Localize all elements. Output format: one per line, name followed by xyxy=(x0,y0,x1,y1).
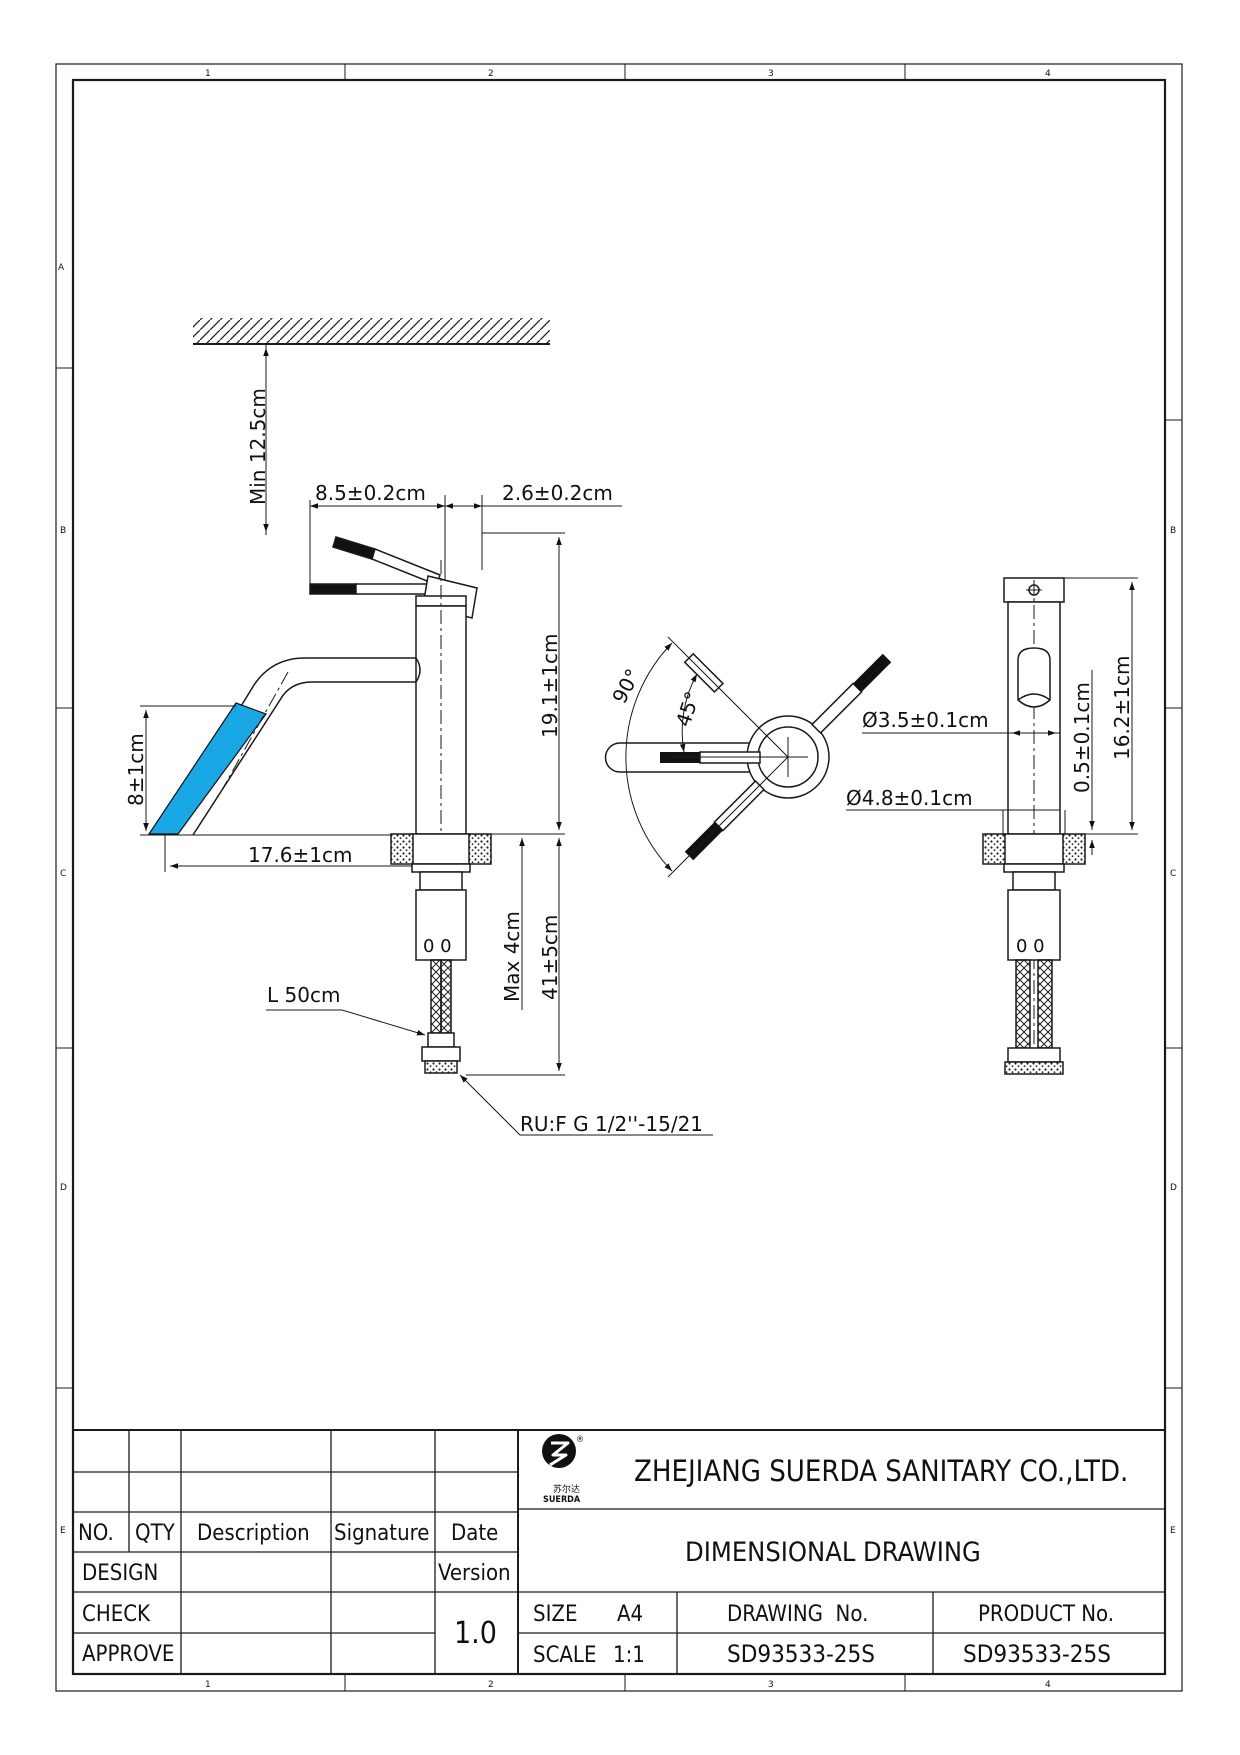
dim-side-height: 16.2±1cm xyxy=(1110,656,1134,761)
zone-col-2-bottom: 2 xyxy=(488,1680,494,1690)
zone-row-b-left: B xyxy=(60,526,66,536)
dim-base-ring: 0.5±0.1cm xyxy=(1070,682,1094,793)
dim-hose-length: L 50cm xyxy=(267,983,340,1007)
zone-labels: 1 2 3 4 1 2 3 4 A B C D E B C D E xyxy=(58,69,1177,1690)
drawing-title: DIMENSIONAL DRAWING xyxy=(685,1537,981,1568)
water-stream xyxy=(147,702,267,835)
zone-row-d-left: D xyxy=(60,1183,67,1193)
zone-row-c-left: C xyxy=(60,869,66,879)
drawing-number: SD93533-25S xyxy=(727,1640,875,1668)
size-label: SIZE xyxy=(533,1602,577,1627)
zone-row-e-left: E xyxy=(60,1526,66,1536)
zone-col-3-bottom: 3 xyxy=(768,1680,774,1690)
dim-lever-length: 8.5±0.2cm xyxy=(315,481,426,505)
size-value: A4 xyxy=(617,1602,643,1627)
row-design: DESIGN xyxy=(82,1561,158,1586)
dimension-labels: Min 12.5cm 8.5±0.2cm 2.6±0.2cm 19.1±1cm … xyxy=(124,388,1134,1136)
company-name: ZHEJIANG SUERDA SANITARY CO.,LTD. xyxy=(634,1454,1128,1488)
dim-min-clearance: Min 12.5cm xyxy=(246,388,270,505)
dim-shank-max: Max 4cm xyxy=(500,911,524,1002)
dim-hose-total: 41±5cm xyxy=(538,915,562,1000)
front-view xyxy=(140,318,713,1136)
zone-col-1-bottom: 1 xyxy=(205,1680,211,1690)
row-check: CHECK xyxy=(82,1602,151,1627)
hose-side xyxy=(1004,959,1064,1075)
zone-row-e-right: E xyxy=(1170,1526,1176,1536)
ceiling-hatch xyxy=(193,318,550,345)
dim-angle-90: 90° xyxy=(607,665,645,708)
zone-col-1-top: 1 xyxy=(205,69,211,79)
zone-row-d-right: D xyxy=(1170,1183,1177,1193)
dim-body-diameter: Ø3.5±0.1cm xyxy=(862,708,989,732)
logo-chinese-name: 苏尔达 xyxy=(553,1483,580,1495)
dim-body-height: 19.1±1cm xyxy=(538,634,562,739)
dim-spout-drop: 8±1cm xyxy=(124,733,148,806)
dim-spout-reach: 17.6±1cm xyxy=(248,843,353,867)
zone-row-c-right: C xyxy=(1170,869,1176,879)
header-date: Date xyxy=(451,1521,498,1546)
logo-registered-mark: ® xyxy=(576,1435,584,1445)
side-view xyxy=(846,577,1138,1075)
product-number: SD93533-25S xyxy=(963,1640,1111,1668)
top-view xyxy=(604,636,892,878)
hose-mark-front: 0 0 xyxy=(423,936,452,957)
hose-front xyxy=(421,959,461,1074)
lever-horizontal xyxy=(309,583,435,595)
version-label: Version xyxy=(438,1561,511,1586)
product-number-label: PRODUCT No. xyxy=(978,1602,1114,1627)
logo-english-name: SUERDA xyxy=(543,1495,581,1505)
lever-raised xyxy=(332,536,441,587)
zone-col-4-top: 4 xyxy=(1045,69,1051,79)
title-block: ® 苏尔达 SUERDA ZHEJIANG SUERDA SANITARY CO… xyxy=(72,1429,1166,1675)
dim-base-diameter: Ø4.8±0.1cm xyxy=(846,786,973,810)
header-no: NO. xyxy=(78,1521,114,1546)
zone-row-b-right: B xyxy=(1170,526,1176,536)
zone-col-2-top: 2 xyxy=(488,69,494,79)
dim-angle-45: 45° xyxy=(671,688,705,729)
row-approve: APPROVE xyxy=(82,1642,174,1667)
company-logo: ® 苏尔达 SUERDA xyxy=(542,1434,584,1505)
header-description: Description xyxy=(197,1521,310,1546)
dim-lever-offset: 2.6±0.2cm xyxy=(502,481,613,505)
scale-value: 1:1 xyxy=(613,1643,645,1668)
zone-col-4-bottom: 4 xyxy=(1045,1680,1051,1690)
dim-thread: RU:F G 1/2''-15/21 xyxy=(520,1112,703,1136)
hose-mark-side: 0 0 xyxy=(1016,936,1045,957)
drawing-number-label: DRAWING No. xyxy=(727,1602,868,1627)
version-value: 1.0 xyxy=(454,1616,497,1651)
header-qty: QTY xyxy=(135,1521,176,1546)
zone-col-3-top: 3 xyxy=(768,69,774,79)
header-signature: Signature xyxy=(334,1521,429,1546)
zone-row-a-left: A xyxy=(58,263,65,273)
scale-label: SCALE xyxy=(533,1643,596,1668)
